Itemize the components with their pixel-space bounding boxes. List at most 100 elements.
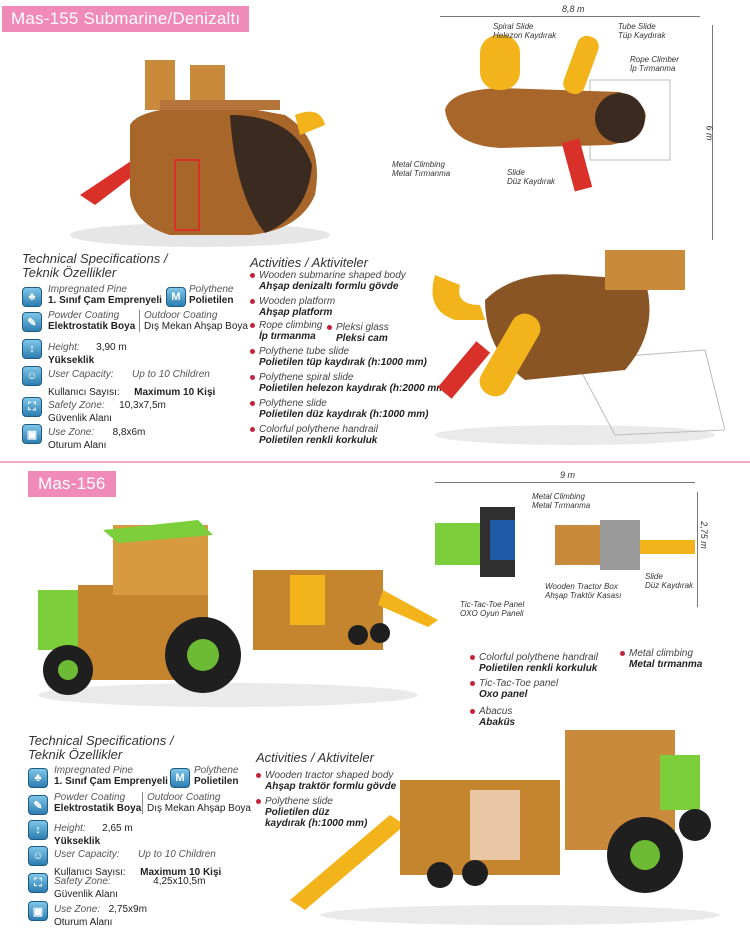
section-divider [0,461,750,463]
plan156-box-en: Wooden Tractor Box [545,582,618,591]
plan155-tube-tr: Tüp Kaydırak [618,31,666,40]
submarine-render-main [70,60,330,247]
plan155-depth-label: 6 m [704,125,715,141]
spec156-use-label: Use Zone: [54,904,101,915]
plan155-slide-tr: Düz Kaydırak [507,177,556,186]
safety-icon: ⛶ [28,873,48,893]
spec155-height-tr: Yükseklik [48,355,95,366]
plan155-width-label: 8,8 m [562,4,585,14]
plan156-depth-label: 2,75 m [698,521,709,549]
plan156-tictac-tr: OXO Oyun Paneli [460,609,524,618]
spec156-pine-value: 1. Sınıf Çam Emprenyeli [54,776,168,787]
product-tag-mas155: Mas-155 Submarine/Denizaltı [2,6,250,32]
spec155-capacity-tr: Kullanıcı Sayısı: [48,387,120,398]
plan155-slide-en: Slide [507,168,525,177]
spec155-outdoor-label: Outdoor Coating [144,310,218,321]
spec156-outdoor-value: Dış Mekan Ahşap Boya [147,803,251,814]
spec155-safety-label: Safety Zone: [48,400,105,411]
people-icon: ☺ [28,846,48,866]
plan155-rope-tr: İp Tırmanma [630,64,676,73]
spec156-use-tr: Oturum Alanı [54,917,113,928]
spec156-powder-value: Elektrostatik Boya [54,803,142,814]
m-icon: M [166,287,186,307]
plan156-metal-tr: Metal Tırmanma [532,501,591,510]
plan156-depth-line [697,492,698,607]
plan156-slide-tr: Düz Kaydırak [645,581,694,590]
spec156-height-tr: Yükseklik [54,836,101,847]
plan155-tube-en: Tube Slide [618,22,656,31]
spec155-use-tr: Oturum Alanı [48,440,107,451]
tractor-render-side [290,730,720,925]
spec155-separator [139,310,140,332]
spec155-safety-value: 10,3x7,5m [119,400,166,411]
spec156-use-value: 2,75x9m [108,904,147,915]
use-zone-icon: ▣ [22,424,42,444]
spec156-capacity-tr: Kullanıcı Sayısı: [54,867,126,878]
spec155-powder-value: Elektrostatik Boya [48,321,136,332]
plan155-width-line [440,16,700,17]
m-icon: M [170,768,190,788]
spec155-capacity-label-v: Up to 10 Children [132,369,210,380]
spec156-poly-value: Polietilen [194,776,239,787]
spec156-powder-label: Powder Coating [54,792,126,803]
spec156-capacity-value: Maximum 10 Kişi [140,867,222,878]
spec156-safety-label: Safety Zone: [54,876,111,887]
people-icon: ☺ [22,366,42,386]
spec155-use-value: 8,8x6m [112,427,146,438]
spec156-height-value: 2,65 m [102,823,133,834]
spec155-poly-value: Polietilen [189,295,234,306]
spec155-height-label: Height: [48,342,80,353]
spray-icon: ✎ [28,795,48,815]
plan155-spiral-tr: Helezon Kaydırak [493,31,557,40]
tractor-plan-view [435,507,695,577]
submarine-render-side [432,250,725,445]
spec155-pine-label: Impregnated Pine [48,284,127,295]
plan156-slide-en: Slide [645,572,663,581]
plan155-metal-tr: Metal Tırmanma [392,169,451,178]
spec155-use-label: Use Zone: [48,427,95,438]
spec155-outdoor-value: Dış Mekan Ahşap Boya [144,321,248,332]
spec155-safety-tr: Güvenlik Alanı [48,413,112,424]
plan155-spiral-en: Spiral Slide [493,22,534,31]
specs155-title: Technical Specifications / Teknik Özelli… [22,251,168,280]
activities156-title: Activities / Aktiviteler [256,750,374,765]
spray-icon: ✎ [22,312,42,332]
spec156-safety-tr: Güvenlik Alanı [54,889,118,900]
use-zone-icon: ▣ [28,901,48,921]
height-icon: ↕ [28,820,48,840]
spec155-capacity-label: User Capacity: [48,369,114,380]
activities155-title: Activities / Aktiviteler [250,255,368,270]
height-icon: ↕ [22,339,42,359]
plan155-metal-en: Metal Climbing [392,160,445,169]
spec156-outdoor-label: Outdoor Coating [147,792,221,803]
spec156-separator [142,792,143,814]
plan156-metal-en: Metal Climbing [532,492,585,501]
spec156-poly-label: Polythene [194,765,239,776]
plan156-box-tr: Ahşap Traktör Kasası [545,591,622,600]
plan156-tictac-en: Tic-Tac-Toe Panel [460,600,525,609]
spec155-poly-label: Polythene [189,284,234,295]
safety-icon: ⛶ [22,397,42,417]
plan156-width-line [435,482,695,483]
spec155-height-value: 3,90 m [96,342,127,353]
specs156-title: Technical Specifications / Teknik Özelli… [28,733,174,762]
tree-icon: ♣ [28,768,48,788]
spec155-capacity-value: Maximum 10 Kişi [134,387,216,398]
spec156-capacity-label-v: Up to 10 Children [138,849,216,860]
tractor-render-main [38,520,438,707]
spec155-pine-value: 1. Sınıf Çam Emprenyeli [48,295,162,306]
spec155-powder-label: Powder Coating [48,310,120,321]
product-tag-mas156: Mas-156 [28,471,116,497]
